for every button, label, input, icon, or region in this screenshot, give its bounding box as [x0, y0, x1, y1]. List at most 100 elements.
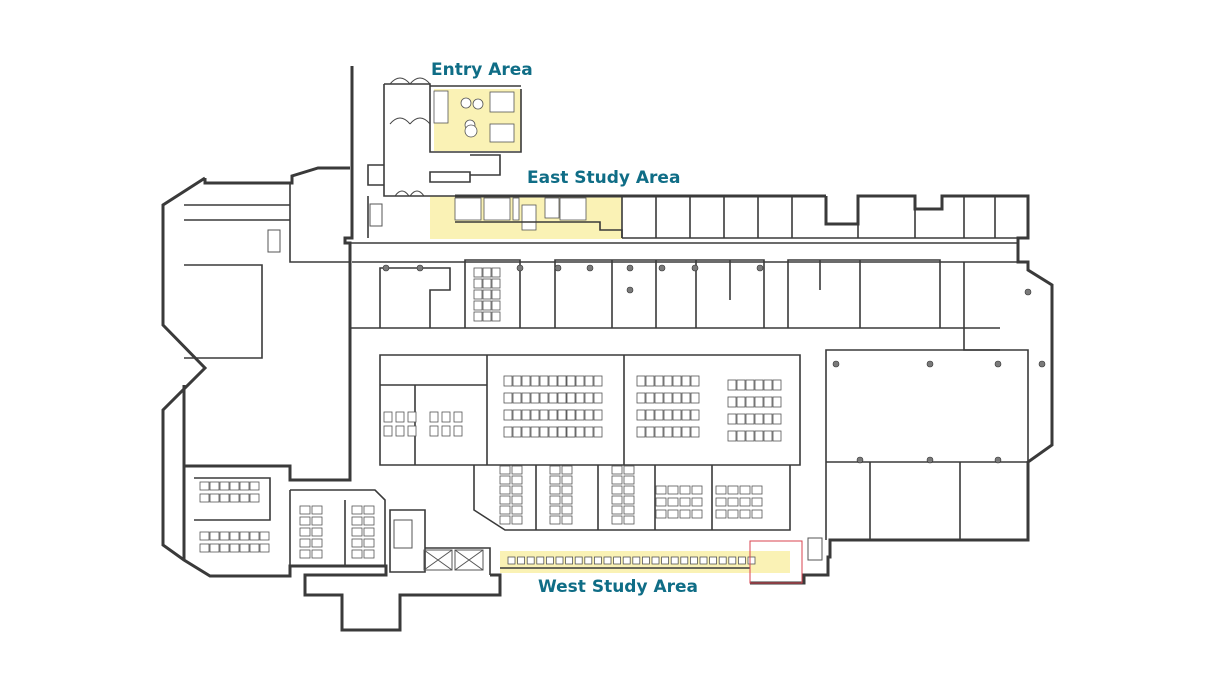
study-desk: [747, 556, 756, 565]
seat: [473, 300, 483, 311]
seat: [739, 509, 751, 519]
seat: [754, 430, 764, 442]
selection-box[interactable]: [749, 540, 803, 584]
seat: [239, 531, 250, 541]
seat: [584, 409, 594, 421]
seat: [715, 485, 727, 495]
seat: [645, 392, 655, 404]
study-desk: [728, 556, 737, 565]
seat: [611, 505, 623, 515]
seat: [623, 485, 635, 495]
seat: [690, 409, 700, 421]
west-study-area-label[interactable]: West Study Area: [538, 577, 699, 597]
seat: [511, 465, 523, 475]
seat: [736, 430, 746, 442]
seat: [751, 497, 763, 507]
seat: [681, 375, 691, 387]
seat: [715, 509, 727, 519]
seat: [727, 497, 739, 507]
seat: [754, 413, 764, 425]
seat: [549, 465, 561, 475]
seat: [548, 409, 558, 421]
entry-area-label[interactable]: Entry Area: [431, 60, 533, 80]
seat: [690, 426, 700, 438]
seat: [584, 392, 594, 404]
seat: [736, 379, 746, 391]
seat: [473, 278, 483, 289]
study-desk: [555, 556, 564, 565]
seat: [363, 538, 375, 548]
seat: [663, 409, 673, 421]
seat: [383, 411, 393, 423]
seat: [611, 475, 623, 485]
seat: [751, 509, 763, 519]
seat: [363, 549, 375, 559]
seat: [751, 485, 763, 495]
seat: [311, 538, 323, 548]
seat: [511, 515, 523, 525]
seat: [679, 509, 691, 519]
seat: [499, 465, 511, 475]
bottom-left-rooms: [194, 477, 491, 575]
seat: [655, 509, 667, 519]
seat: [299, 527, 311, 537]
seat: [512, 392, 522, 404]
seat: [654, 392, 664, 404]
study-desk: [517, 556, 525, 565]
seat: [482, 311, 492, 322]
seat: [229, 531, 240, 541]
seat: [199, 481, 210, 491]
seat: [727, 509, 739, 519]
seat: [548, 375, 558, 387]
seat: [209, 493, 220, 503]
seat: [249, 493, 260, 503]
seat: [363, 527, 375, 537]
seat: [311, 516, 323, 526]
seat: [654, 409, 664, 421]
seat: [351, 538, 363, 548]
seat: [745, 413, 755, 425]
seat: [593, 409, 603, 421]
seat: [395, 411, 405, 423]
seat: [727, 485, 739, 495]
study-desk: [574, 556, 583, 565]
seat: [655, 485, 667, 495]
seat: [229, 481, 240, 491]
seat: [727, 430, 737, 442]
left-wing: [184, 183, 350, 359]
seat: [690, 392, 700, 404]
seat: [727, 413, 737, 425]
study-desk: [651, 556, 660, 565]
seat: [482, 267, 492, 278]
seat: [667, 509, 679, 519]
seat: [575, 392, 585, 404]
study-desk: [526, 556, 535, 565]
seat: [772, 379, 782, 391]
seat: [763, 430, 773, 442]
seat: [667, 485, 679, 495]
study-desk: [690, 556, 698, 565]
study-desk: [507, 556, 516, 565]
study-desk: [699, 556, 708, 565]
study-desk: [546, 556, 554, 565]
seat: [249, 531, 260, 541]
seat: [482, 300, 492, 311]
seat: [491, 300, 501, 311]
seat: [739, 497, 751, 507]
seat: [499, 475, 511, 485]
entry-furniture: [433, 90, 515, 143]
seat: [539, 392, 549, 404]
seat: [499, 505, 511, 515]
seat: [593, 426, 603, 438]
seat: [623, 475, 635, 485]
seat: [754, 396, 764, 408]
seat: [511, 475, 523, 485]
seat: [219, 493, 230, 503]
seat: [655, 497, 667, 507]
seat: [681, 426, 691, 438]
seat: [754, 379, 764, 391]
east-study-area-label[interactable]: East Study Area: [527, 168, 681, 188]
seat: [763, 413, 773, 425]
seat: [691, 497, 703, 507]
